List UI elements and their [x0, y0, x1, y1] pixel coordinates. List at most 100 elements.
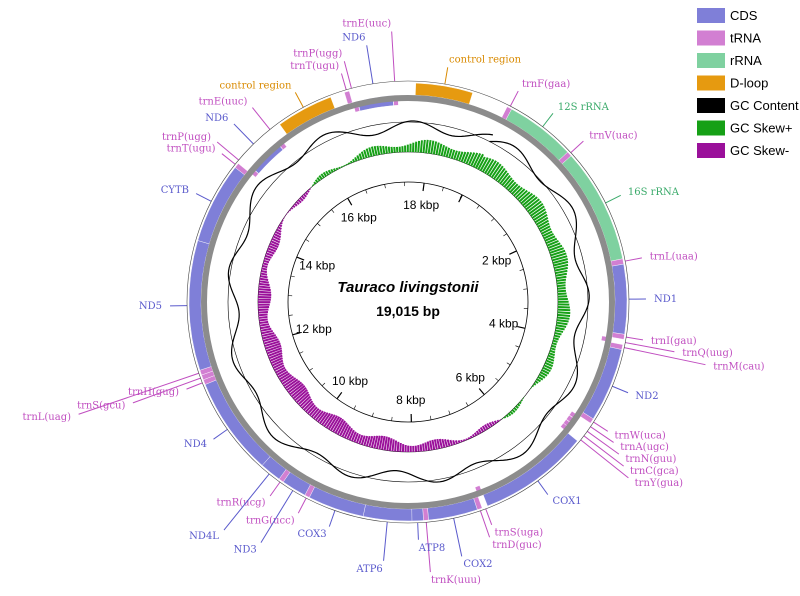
gc-skew-positive-bar — [557, 316, 570, 320]
leader-line — [580, 439, 629, 479]
gc-skew-negative-bar — [457, 440, 461, 444]
gc-skew-negative-bar — [334, 418, 345, 434]
gc-skew-negative-bar — [348, 429, 355, 441]
leader-line — [233, 123, 254, 145]
gc-skew-positive-bar — [503, 416, 507, 419]
gc-skew-negative-bar — [273, 233, 282, 239]
label-cox1: COX1 — [553, 496, 582, 507]
genome-size: 19,015 bp — [376, 303, 440, 319]
gc-skew-positive-bar — [518, 401, 522, 405]
gc-skew-positive-bar — [505, 414, 509, 418]
gc-skew-positive-bar — [472, 153, 482, 168]
scale-tick — [391, 416, 393, 421]
label-trnh-gug: trnH(gug) — [128, 387, 179, 398]
gc-skew-negative-bar — [301, 398, 313, 409]
label-trnp-ugg: trnP(ugg) — [293, 49, 342, 60]
scale-tick — [317, 223, 321, 227]
gc-skew-negative-bar — [484, 424, 489, 430]
gc-skew-positive-bar — [509, 183, 519, 193]
gc-skew-positive-bar — [511, 185, 521, 195]
leader-line — [453, 518, 463, 557]
gc-skew-negative-bar — [452, 439, 456, 445]
scale-tick — [517, 325, 526, 329]
scale-tick — [336, 391, 343, 400]
gc-skew-positive-bar — [414, 141, 418, 153]
gc-skew-positive-bar — [546, 240, 559, 247]
gc-skew-negative-bar — [358, 434, 364, 445]
gc-skew-positive-bar — [555, 275, 567, 280]
label-16s-rrna: 16S rRNA — [628, 187, 680, 198]
gc-skew-positive-bar — [455, 151, 461, 161]
label-trnt-ugu: trnT(ugu) — [167, 144, 216, 155]
label-cytb: CYTB — [161, 185, 189, 196]
gc-skew-positive-bar — [518, 191, 531, 203]
gc-skew-negative-bar — [441, 438, 446, 448]
gc-skew-negative-bar — [473, 432, 478, 437]
leader-line — [260, 490, 294, 543]
gc-skew-positive-bar — [555, 272, 568, 277]
gc-skew-negative-bar — [272, 235, 281, 241]
label-trnw-uca: trnW(uca) — [615, 431, 666, 442]
scale-tick — [441, 187, 444, 192]
gc-skew-track — [257, 139, 571, 453]
gc-skew-positive-bar — [541, 369, 550, 375]
gc-skew-positive-bar — [545, 359, 554, 365]
gc-skew-negative-bar — [287, 381, 303, 394]
gc-skew-positive-bar — [481, 157, 492, 173]
leader-line — [223, 473, 270, 531]
gc-skew-negative-bar — [258, 282, 270, 287]
gc-skew-negative-bar — [346, 427, 353, 440]
gc-skew-positive-bar — [555, 326, 565, 331]
gc-skew-negative-bar — [370, 435, 376, 448]
gc-skew-negative-bar — [277, 370, 289, 379]
scale-tick — [476, 205, 480, 209]
scale-tick — [331, 209, 335, 213]
gc-skew-negative-bar — [280, 374, 292, 383]
leader-line — [216, 141, 239, 161]
leader-line — [542, 112, 554, 128]
scale-tick — [509, 250, 517, 255]
gc-skew-negative-bar — [475, 430, 480, 435]
gc-skew-positive-bar — [422, 139, 426, 153]
gc-skew-negative-bar — [481, 425, 487, 431]
leader-line — [605, 194, 621, 204]
gc-skew-positive-bar — [338, 166, 341, 169]
gc-skew-positive-bar — [540, 371, 548, 377]
gc-skew-positive-bar — [327, 169, 332, 175]
gc-skew-positive-bar — [557, 284, 566, 288]
gc-skew-negative-bar — [491, 421, 496, 426]
gc-skew-negative-bar — [444, 439, 448, 448]
leader-line — [479, 510, 491, 538]
scale-tick — [384, 184, 386, 189]
gc-skew-negative-bar — [319, 412, 329, 425]
gc-skew-positive-bar — [445, 147, 451, 158]
gc-skew-positive-bar — [505, 179, 515, 190]
gc-skew-positive-bar — [537, 375, 544, 381]
gc-skew-positive-bar — [556, 278, 567, 282]
kbp-label-4: 4 kbp — [489, 316, 519, 330]
leader-line — [221, 153, 236, 165]
gc-skew-positive-bar — [557, 289, 567, 293]
scale-tick — [290, 275, 295, 278]
gc-skew-negative-bar — [278, 224, 283, 228]
gc-skew-positive-bar — [335, 167, 339, 171]
gc-skew-positive-bar — [553, 334, 561, 338]
gc-skew-positive-bar — [542, 366, 551, 373]
gc-skew-positive-bar — [556, 324, 567, 328]
gc-skew-negative-bar — [265, 342, 281, 350]
gc-skew-negative-bar — [261, 270, 268, 274]
gc-skew-negative-bar — [266, 249, 275, 255]
gc-skew-positive-bar — [432, 141, 438, 155]
gc-skew-negative-bar — [469, 435, 473, 439]
gc-skew-positive-bar — [533, 211, 547, 221]
label-atp8: ATP8 — [418, 543, 445, 554]
gc-skew-negative-bar — [317, 411, 327, 423]
scale-tick — [459, 194, 463, 199]
backbone-circle — [201, 95, 615, 509]
gc-skew-negative-bar — [353, 432, 359, 443]
gc-skew-positive-bar — [509, 410, 514, 415]
gc-skew-positive-bar — [376, 145, 381, 155]
gc-skew-positive-bar — [490, 163, 502, 179]
leader-line — [624, 347, 706, 366]
gc-skew-negative-bar — [292, 386, 307, 400]
